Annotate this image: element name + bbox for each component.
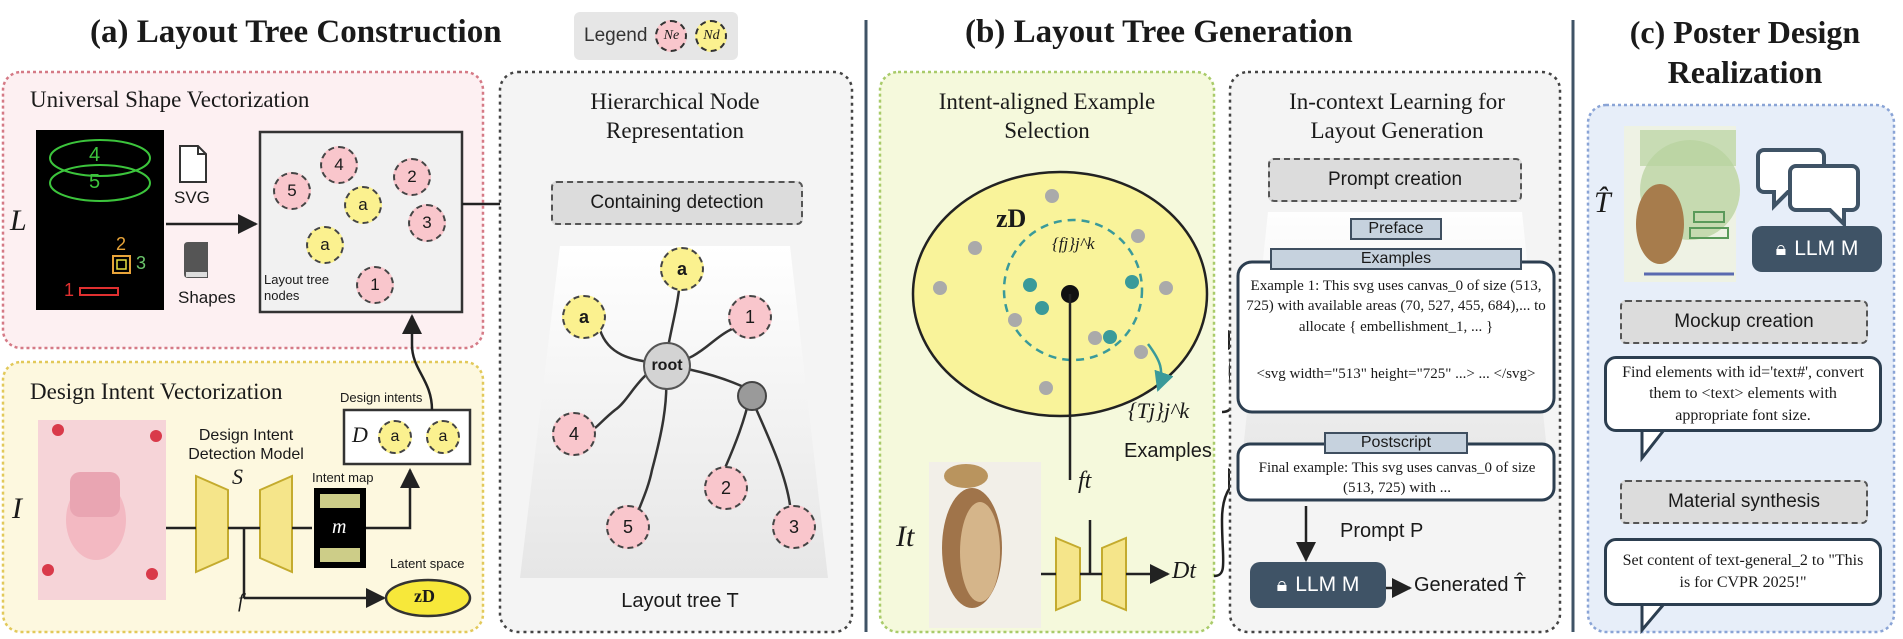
input-L-label: L bbox=[10, 204, 27, 237]
containing-detection: Containing detection bbox=[551, 181, 803, 225]
layout-node: 5 bbox=[273, 172, 311, 210]
It-label: It bbox=[896, 520, 915, 553]
fj-label: {fj}j^k bbox=[1052, 234, 1095, 253]
intent-title: Design Intent Vectorization bbox=[30, 379, 283, 404]
svg-label: SVG bbox=[174, 188, 210, 207]
tree-node: 2 bbox=[704, 466, 748, 510]
material-synthesis: Material synthesis bbox=[1620, 480, 1868, 524]
title-a: (a) Layout Tree Construction bbox=[90, 14, 502, 50]
title-c-line2: Realization bbox=[1667, 54, 1823, 90]
legend-ne-node: Ne bbox=[655, 20, 688, 52]
legend-label: Legend bbox=[584, 25, 648, 46]
design-intents-label: Design intents bbox=[340, 390, 423, 405]
design-intents-symbol: D bbox=[352, 422, 368, 447]
material-text: Set content of text-general_2 to "This i… bbox=[1604, 538, 1882, 606]
tree-node: 5 bbox=[606, 505, 650, 549]
examples-label: Examples bbox=[1124, 440, 1212, 462]
T-hat-label: T̂ bbox=[1594, 186, 1611, 219]
layout-node: 4 bbox=[320, 146, 358, 184]
shape-num-3: 3 bbox=[136, 253, 147, 273]
legend: Legend Ne Nd bbox=[574, 12, 738, 60]
shape-num-5: 5 bbox=[89, 171, 101, 193]
postscript-header: Postscript bbox=[1324, 432, 1468, 454]
title-b: (b) Layout Tree Generation bbox=[965, 14, 1353, 50]
llm-c: 🔒︎ LLM M bbox=[1752, 226, 1882, 272]
layout-node: 2 bbox=[393, 158, 431, 196]
mockup-text: Find elements with id='text#', convert t… bbox=[1604, 356, 1882, 432]
intent-map-symbol: m bbox=[332, 516, 347, 538]
tree-node: 3 bbox=[772, 505, 816, 549]
example1-text: Example 1: This svg uses canvas_0 of siz… bbox=[1246, 278, 1546, 335]
layout-node: a bbox=[306, 226, 344, 264]
layout-node: 3 bbox=[408, 204, 446, 242]
layout-node: a bbox=[344, 186, 382, 224]
model-label: Design Intent Detection Model bbox=[188, 427, 304, 464]
tree-node: a bbox=[562, 295, 606, 339]
selection-title: Intent-aligned Example Selection bbox=[938, 89, 1156, 143]
prompt-creation: Prompt creation bbox=[1268, 158, 1522, 202]
Dt-label: Dt bbox=[1172, 558, 1196, 584]
examples-header: Examples bbox=[1270, 248, 1522, 270]
legend-nd-node: Nd bbox=[695, 20, 728, 52]
svg-file-icon bbox=[179, 145, 207, 183]
input-L-image bbox=[36, 130, 164, 310]
latent-symbol: zD bbox=[414, 586, 435, 606]
lock-icon: 🔒︎ bbox=[1276, 573, 1288, 596]
Tj-label: {Tj}j^k bbox=[1128, 398, 1190, 423]
icl-title: In-context Learning for Layout Generatio… bbox=[1289, 89, 1505, 143]
lock-icon: 🔒︎ bbox=[1775, 237, 1787, 260]
hier-title: Hierarchical Node Representation bbox=[590, 89, 760, 143]
mockup-creation: Mockup creation bbox=[1620, 300, 1868, 344]
latent-space-ellipse bbox=[384, 578, 472, 618]
title-c-line1: (c) Poster Design bbox=[1629, 14, 1861, 50]
encoder-shape bbox=[195, 474, 229, 574]
shape-num-1: 1 bbox=[64, 280, 75, 300]
final-example-text: Final example: This svg uses canvas_0 of… bbox=[1258, 460, 1536, 497]
layout-tree-nodes-label: Layout tree nodes bbox=[264, 272, 330, 304]
example1-code: <svg width="513" height="725" ...> ... <… bbox=[1256, 366, 1536, 382]
shape-vec-title: Universal Shape Vectorization bbox=[30, 87, 310, 112]
design-intent-node: a bbox=[378, 420, 412, 454]
intent-map-label: Intent map bbox=[312, 470, 374, 485]
shapes-label: Shapes bbox=[178, 288, 236, 307]
layout-node: 1 bbox=[356, 266, 394, 304]
decoder-shape bbox=[259, 474, 293, 574]
shape-num-4: 4 bbox=[89, 144, 101, 166]
ft-label: ft bbox=[1078, 468, 1092, 494]
shape-num-2: 2 bbox=[116, 234, 127, 254]
model-symbol: S bbox=[232, 464, 243, 489]
latent-label: Latent space bbox=[390, 556, 465, 571]
llm-b: 🔒︎ LLM M bbox=[1250, 562, 1386, 608]
llm-b-label: LLM M bbox=[1295, 573, 1360, 596]
prompt-label: Prompt P bbox=[1340, 520, 1424, 542]
tree-root: root bbox=[643, 342, 691, 390]
design-intent-node: a bbox=[426, 420, 460, 454]
encoder-b-shape bbox=[1055, 536, 1081, 612]
f-label: f bbox=[238, 590, 244, 612]
tree-node: a bbox=[660, 247, 704, 291]
tree-internal-node bbox=[737, 381, 767, 411]
zd-label: zD bbox=[996, 204, 1027, 233]
generated-label: Generated T̂ bbox=[1414, 574, 1526, 596]
preface-header: Preface bbox=[1350, 218, 1442, 240]
input-I-label: I bbox=[12, 492, 22, 525]
llm-c-label: LLM M bbox=[1794, 237, 1859, 260]
tree-node: 1 bbox=[728, 295, 772, 339]
tree-node: 4 bbox=[552, 412, 596, 456]
chat-icon bbox=[1756, 148, 1860, 229]
layout-tree-caption: Layout tree T bbox=[621, 590, 739, 612]
decoder-b-shape bbox=[1101, 536, 1127, 612]
book-icon bbox=[184, 242, 208, 278]
